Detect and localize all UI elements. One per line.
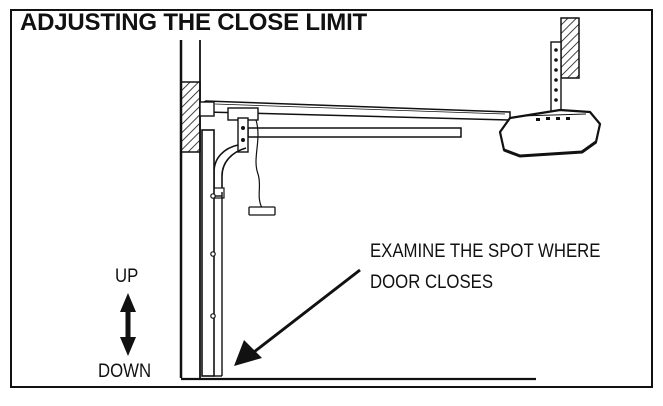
up-down-arrow-icon <box>120 293 136 356</box>
door-arm <box>210 144 247 199</box>
callout-line-1: EXAMINE THE SPOT WHERE <box>370 240 601 262</box>
down-label: DOWN <box>98 360 152 382</box>
hanging-bracket <box>550 41 562 113</box>
ceiling-joist <box>560 17 580 79</box>
header-bracket <box>199 101 215 117</box>
opener-motor-unit <box>498 108 602 158</box>
door-top-rail <box>247 127 462 138</box>
garage-door <box>201 129 223 377</box>
callout-line-2: DOOR CLOSES <box>370 271 494 293</box>
page-title: ADJUSTING THE CLOSE LIMIT <box>20 9 368 36</box>
up-label: UP <box>115 265 139 287</box>
pointer-arrow-icon <box>234 268 361 366</box>
callout-text: EXAMINE THE SPOT WHERE DOOR CLOSES <box>370 236 600 298</box>
emergency-release-cord <box>248 119 276 216</box>
door-frame <box>179 40 201 378</box>
diagram-frame <box>10 9 653 388</box>
trolley-carriage <box>227 107 259 153</box>
